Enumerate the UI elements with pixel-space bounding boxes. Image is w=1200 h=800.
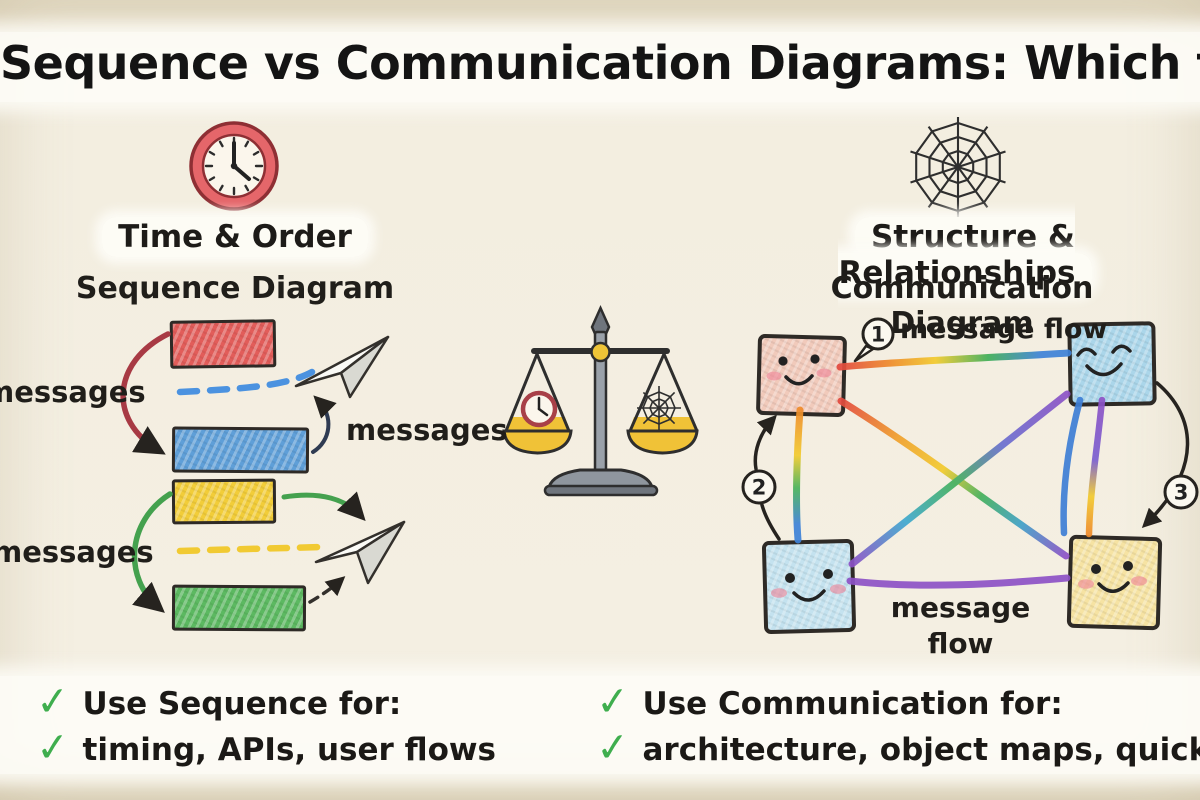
- comm-link-diagonal-2: [848, 390, 1071, 568]
- messages-label-3: messages: [0, 535, 154, 569]
- communication-diagram-title: Communication Diagram: [830, 271, 1094, 341]
- comm-link-bottom: [846, 574, 1071, 589]
- checklist-sequence-heading-row: ✓ Use Sequence for:: [34, 677, 402, 727]
- comm-link-right-b: [1085, 396, 1106, 538]
- checklist-communication-details: architecture, object maps, quick overvie…: [642, 732, 1200, 768]
- checkmark-icon: ✓: [34, 723, 72, 773]
- step-badge-3: 3: [1174, 481, 1189, 505]
- comm-face-bottom-left: [771, 569, 846, 602]
- comm-face-top-right: [1076, 344, 1132, 377]
- comm-link-left: [793, 406, 804, 544]
- messages-label-2: messages: [346, 413, 508, 447]
- comm-step3-badge: 3: [1163, 474, 1199, 510]
- sequence-diagram-title: Sequence Diagram: [75, 271, 395, 306]
- checklist-communication-heading-row: ✓ Use Communication for:: [594, 677, 1063, 727]
- paper-plane-icon: [294, 335, 390, 399]
- comm-step3-arrow: [1141, 381, 1190, 529]
- spiderweb-icon: [910, 117, 1006, 217]
- page-title: Sequence vs Communication Diagrams: Whic…: [0, 36, 1200, 90]
- comm-face-bottom-right: [1078, 561, 1147, 593]
- messages-label-1: messages: [0, 375, 146, 409]
- sequence-arrow-dashed-return: [308, 576, 346, 604]
- sequence-arrow-green-right: [281, 491, 366, 522]
- checklist-sequence-heading: Use Sequence for:: [82, 686, 402, 722]
- scale-right-pan: [626, 353, 699, 455]
- comm-link-top: [836, 349, 1072, 371]
- message-flow-label-bottom: message flow: [890, 591, 1031, 661]
- comm-link-right-a: [1060, 396, 1084, 537]
- checklist-highlight-band: [0, 676, 1200, 774]
- checklist-communication-details-row: ✓ architecture, object maps, quick overv…: [594, 723, 1200, 773]
- comm-step2-arrow-tail: [760, 503, 781, 541]
- balance-scale-icon: [502, 304, 699, 497]
- message-flow-label-top: message flow: [900, 314, 1108, 345]
- checkmark-icon: ✓: [594, 677, 632, 727]
- comm-step2-arrow: [753, 414, 777, 471]
- step-badge-2: 2: [752, 476, 767, 500]
- comm-step2-badge: 2: [741, 469, 777, 505]
- title-highlight-band: [0, 32, 1200, 102]
- right-category-heading: Structure & Relationships: [765, 217, 1165, 293]
- comm-step1-speech-bubble: 1: [853, 317, 895, 363]
- scale-left-pan: [502, 353, 573, 455]
- step-badge-1: 1: [871, 323, 886, 347]
- left-category-label: Time & Order: [102, 217, 368, 257]
- checkmark-icon: ✓: [594, 723, 632, 773]
- paper-plane-icon: [314, 520, 406, 585]
- comm-face-top-left: [766, 354, 832, 386]
- clock-icon: [520, 390, 558, 428]
- spiderweb-icon: [637, 386, 681, 430]
- right-category-label: Structure & Relationships: [838, 217, 1092, 293]
- sequence-arrow-return: [311, 395, 337, 454]
- checkmark-icon: ✓: [34, 677, 72, 727]
- sequence-arrow-green: [131, 491, 173, 613]
- left-category-heading: Time & Order: [60, 217, 410, 257]
- checklist-communication-heading: Use Communication for:: [642, 686, 1063, 722]
- checklist-sequence-details-row: ✓ timing, APIs, user flows: [34, 723, 496, 773]
- checklist-sequence-details: timing, APIs, user flows: [82, 732, 496, 768]
- sequence-dashed-line-blue: [176, 368, 316, 396]
- sequence-arrow-red: [120, 331, 171, 455]
- clock-icon: [189, 121, 279, 211]
- sequence-dashed-line-yellow: [176, 543, 324, 555]
